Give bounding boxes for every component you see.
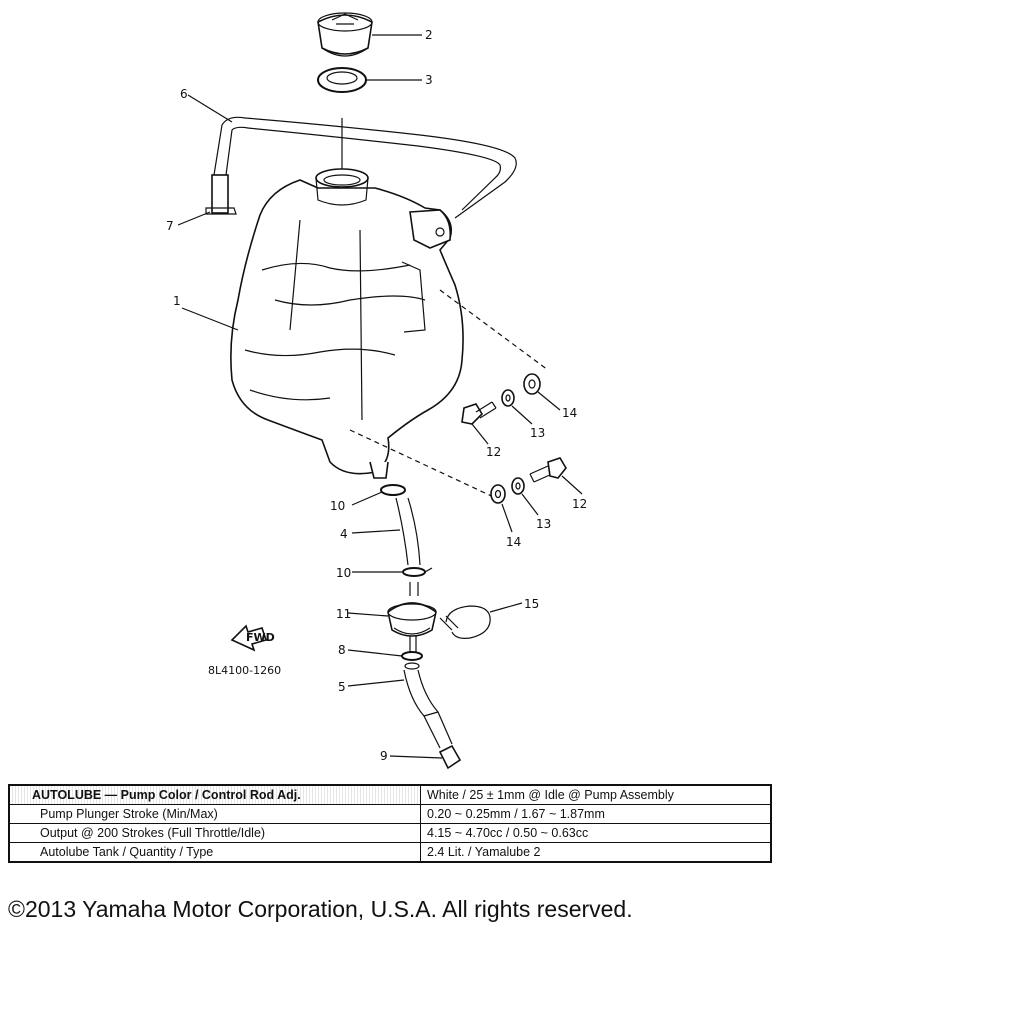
- spec-row: Autolube Tank / Quantity / Type 2.4 Lit.…: [8, 842, 772, 863]
- breather-hose: [213, 116, 517, 219]
- callout-13-lower: 13: [536, 517, 551, 531]
- washer-upper: [501, 389, 515, 407]
- fwd-arrow-icon: FWD: [230, 624, 275, 652]
- callout-8: 8: [338, 643, 346, 657]
- oil-filter: [387, 582, 437, 652]
- grommet-lower: [490, 484, 506, 504]
- callout-13-upper: 13: [530, 426, 545, 440]
- grommet-upper: [523, 373, 541, 395]
- spec-row: Output @ 200 Strokes (Full Throttle/Idle…: [8, 823, 772, 843]
- upper-hose: [395, 497, 421, 566]
- spec-value: 0.20 ~ 0.25mm / 1.67 ~ 1.87mm: [420, 804, 772, 824]
- callout-11: 11: [336, 607, 351, 621]
- part-code: 8L4100-1260: [208, 664, 281, 677]
- spec-value: 2.4 Lit. / Yamalube 2: [420, 842, 772, 863]
- callout-10-lower: 10: [336, 566, 351, 580]
- clamp-8: [401, 651, 423, 670]
- spec-label: Pump Plunger Stroke (Min/Max): [8, 804, 421, 824]
- callout-10-upper: 10: [330, 499, 345, 513]
- callout-14-upper: 14: [562, 406, 577, 420]
- callout-14-lower: 14: [506, 535, 521, 549]
- parts-diagram: 2 3 6 7 1: [166, 12, 587, 770]
- autolube-spec-table: AUTOLUBE — Pump Color / Control Rod Adj.…: [8, 784, 772, 863]
- clamp-upper: [380, 484, 406, 496]
- spec-label: Output @ 200 Strokes (Full Throttle/Idle…: [8, 823, 421, 843]
- fwd-label: FWD: [246, 631, 275, 644]
- breather-clip: [205, 174, 237, 215]
- spec-row: AUTOLUBE — Pump Color / Control Rod Adj.…: [8, 784, 772, 805]
- callout-5: 5: [338, 680, 346, 694]
- callout-9: 9: [380, 749, 388, 763]
- spec-row: Pump Plunger Stroke (Min/Max) 0.20 ~ 0.2…: [8, 804, 772, 824]
- bolt-upper: [461, 401, 497, 425]
- callout-12-lower: 12: [572, 497, 587, 511]
- callout-7: 7: [166, 219, 174, 233]
- callout-3: 3: [425, 73, 433, 87]
- hose-plug: [438, 744, 462, 770]
- washer-lower: [511, 477, 525, 495]
- copyright-notice: ©2013 Yamaha Motor Corporation, U.S.A. A…: [8, 896, 633, 922]
- spec-value: White / 25 ± 1mm @ Idle @ Pump Assembly: [420, 784, 772, 805]
- spec-label: AUTOLUBE — Pump Color / Control Rod Adj.: [8, 784, 421, 805]
- tank-cap: [317, 12, 373, 57]
- hose-clip: [439, 605, 491, 639]
- clamp-lower: [402, 567, 433, 577]
- callout-12-upper: 12: [486, 445, 501, 459]
- bolt-lower: [529, 457, 567, 483]
- callout-1: 1: [173, 294, 181, 308]
- callout-4: 4: [340, 527, 348, 541]
- oil-tank: [230, 168, 464, 479]
- callout-6: 6: [180, 87, 188, 101]
- callout-15: 15: [524, 597, 539, 611]
- callout-2: 2: [425, 28, 433, 42]
- cap-gasket: [317, 67, 367, 93]
- spec-label: Autolube Tank / Quantity / Type: [8, 842, 421, 863]
- spec-value: 4.15 ~ 4.70cc / 0.50 ~ 0.63cc: [420, 823, 772, 843]
- lower-hose: [403, 669, 453, 749]
